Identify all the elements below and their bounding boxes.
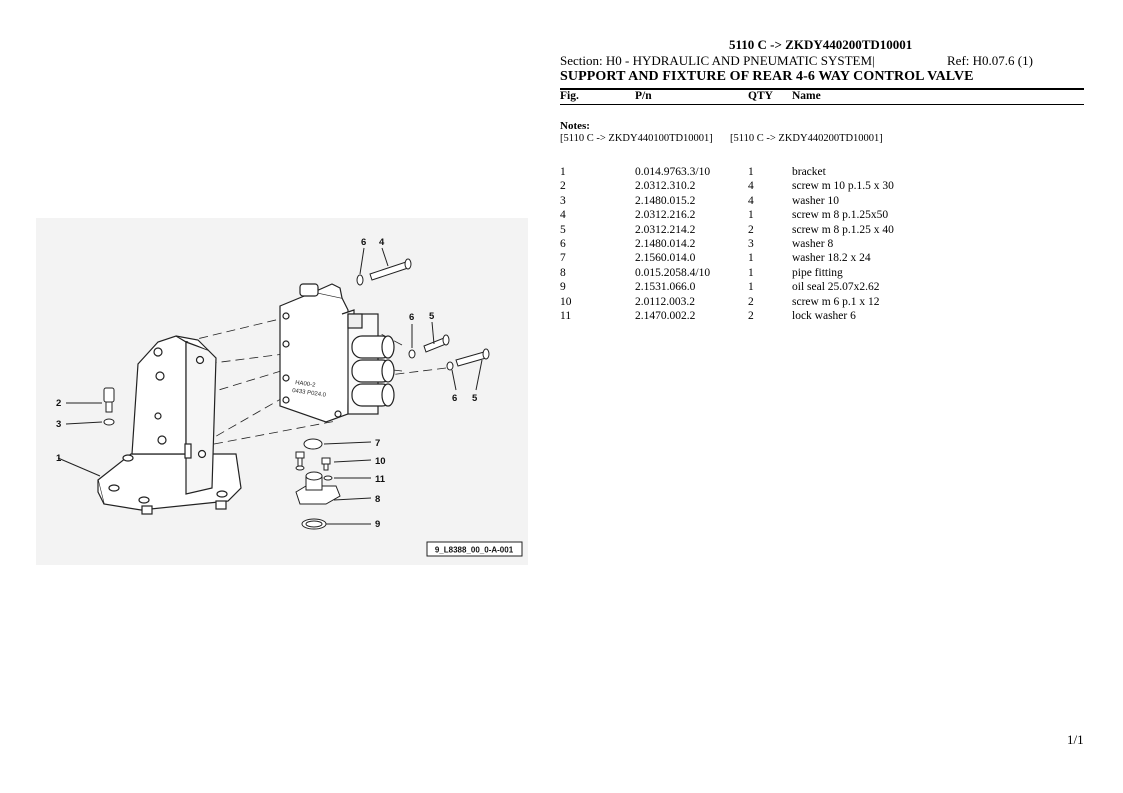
parts-pn-cell: 0.015.2058.4/10 [635,266,711,279]
callout-6: 6 [409,312,414,323]
callout-9: 9 [375,519,380,530]
note-item: [5110 C -> ZKDY440100TD10001] [560,133,713,144]
parts-pn-cell: 2.1560.014.0 [635,252,696,265]
note-item: [5110 C -> ZKDY440200TD10001] [730,133,883,144]
parts-name-cell: washer 8 [792,238,834,250]
callout-2: 2 [56,398,61,409]
screw-part-10 [295,451,305,459]
column-header-pn: P/n [635,90,652,102]
callout-1: 1 [56,453,62,464]
parts-pn-cell: 2.1470.002.2 [635,310,696,322]
washer-part-7 [303,438,323,450]
parts-name-cell: screw m 6 p.1 x 12 [792,295,880,308]
parts-qty-cell: 1 [748,209,754,222]
callout-6: 6 [361,237,366,248]
control-valve-block: HA00-2 0433 P024.0 [279,283,395,423]
valve-label-2: 0433 P024.0 [292,388,327,399]
washer-part-6 [408,349,416,359]
parts-qty-cell: 4 [748,180,754,193]
callout-10: 10 [375,456,386,467]
header-divider [560,104,1084,105]
page-title: SUPPORT AND FIXTURE OF REAR 4-6 WAY CONT… [560,69,974,84]
callout-4: 4 [379,237,385,248]
parts-qty-cell: 2 [748,295,754,308]
column-header-name: Name [792,90,821,102]
screw-head [404,258,412,270]
parts-qty-cell: 3 [748,238,754,250]
drawing-id: 9_L8388_00_0-A-001 [435,546,514,555]
parts-qty-cell: 1 [748,266,754,279]
parts-fig-cell: 4 [560,209,566,222]
title-divider [560,88,1084,90]
parts-pn-cell: 0.014.9763.3/10 [635,166,711,178]
callout-leaders [57,247,483,525]
parts-name-cell: oil seal 25.07x2.62 [792,281,880,294]
parts-fig-cell: 5 [560,223,566,236]
callout-5: 5 [429,311,435,322]
screw-part-2 [103,387,115,403]
parts-name-cell: washer 18.2 x 24 [792,252,871,265]
parts-fig-cell: 11 [560,310,572,322]
parts-fig-cell: 7 [560,252,566,265]
callout-5: 5 [472,393,478,404]
parts-qty-cell: 4 [748,194,754,207]
callout-8: 8 [375,494,380,505]
parts-pn-cell: 2.1480.015.2 [635,194,696,207]
parts-pn-cell: 2.0112.003.2 [635,295,695,308]
parts-name-cell: screw m 8 p.1.25 x 40 [792,223,894,236]
parts-fig-cell: 9 [560,281,566,294]
parts-fig-cell: 1 [560,166,566,178]
parts-fig-cell: 6 [560,238,566,250]
washer-part-6 [446,361,454,371]
callout-7: 7 [375,438,380,449]
callout-3: 3 [56,419,61,430]
parts-pn-cell: 2.0312.214.2 [635,223,696,236]
bracket-part [97,335,242,515]
notes-label: Notes: [560,120,590,132]
exploded-view-diagram: HA00-2 0433 P024.0 [36,218,528,565]
parts-name-cell: washer 10 [792,194,839,207]
callout-11: 11 [375,474,386,485]
parts-name-cell: screw m 10 p.1.5 x 30 [792,180,894,193]
column-header-fig: Fig. [560,90,579,102]
page-number: 1/1 [1067,732,1084,747]
parts-name-cell: screw m 8 p.1.25x50 [792,209,889,222]
parts-pn-cell: 2.1531.066.0 [635,281,696,294]
parts-fig-cell: 3 [560,194,566,207]
parts-fig-cell: 2 [560,180,566,193]
callout-6: 6 [452,393,457,404]
valve-label-1: HA00-2 [295,380,317,389]
reference-label: Ref: H0.07.6 (1) [947,53,1033,68]
parts-pn-cell: 2.0312.216.2 [635,209,696,222]
model-heading: 5110 C -> ZKDY440200TD10001 [729,37,913,52]
drawing-id-box [426,541,523,557]
section-label: Section: H0 - HYDRAULIC AND PNEUMATIC SY… [560,53,875,68]
parts-fig-cell: 8 [560,266,566,279]
parts-name-cell: bracket [792,166,826,178]
parts-qty-cell: 2 [748,223,754,236]
parts-name-cell: pipe fitting [792,266,843,279]
parts-qty-cell: 1 [748,281,754,294]
parts-fig-cell: 10 [560,295,572,308]
parts-qty-cell: 1 [748,252,754,265]
parts-name-cell: lock washer 6 [792,310,856,322]
parts-pn-cell: 2.0312.310.2 [635,180,696,193]
parts-qty-cell: 2 [748,310,754,322]
column-header-qty: QTY [748,90,773,102]
washer-part-3 [103,418,115,426]
parts-pn-cell: 2.1480.014.2 [635,238,696,250]
parts-qty-cell: 1 [748,166,754,178]
washer-part-6 [356,274,364,286]
lock-washer-part-11 [323,475,333,481]
